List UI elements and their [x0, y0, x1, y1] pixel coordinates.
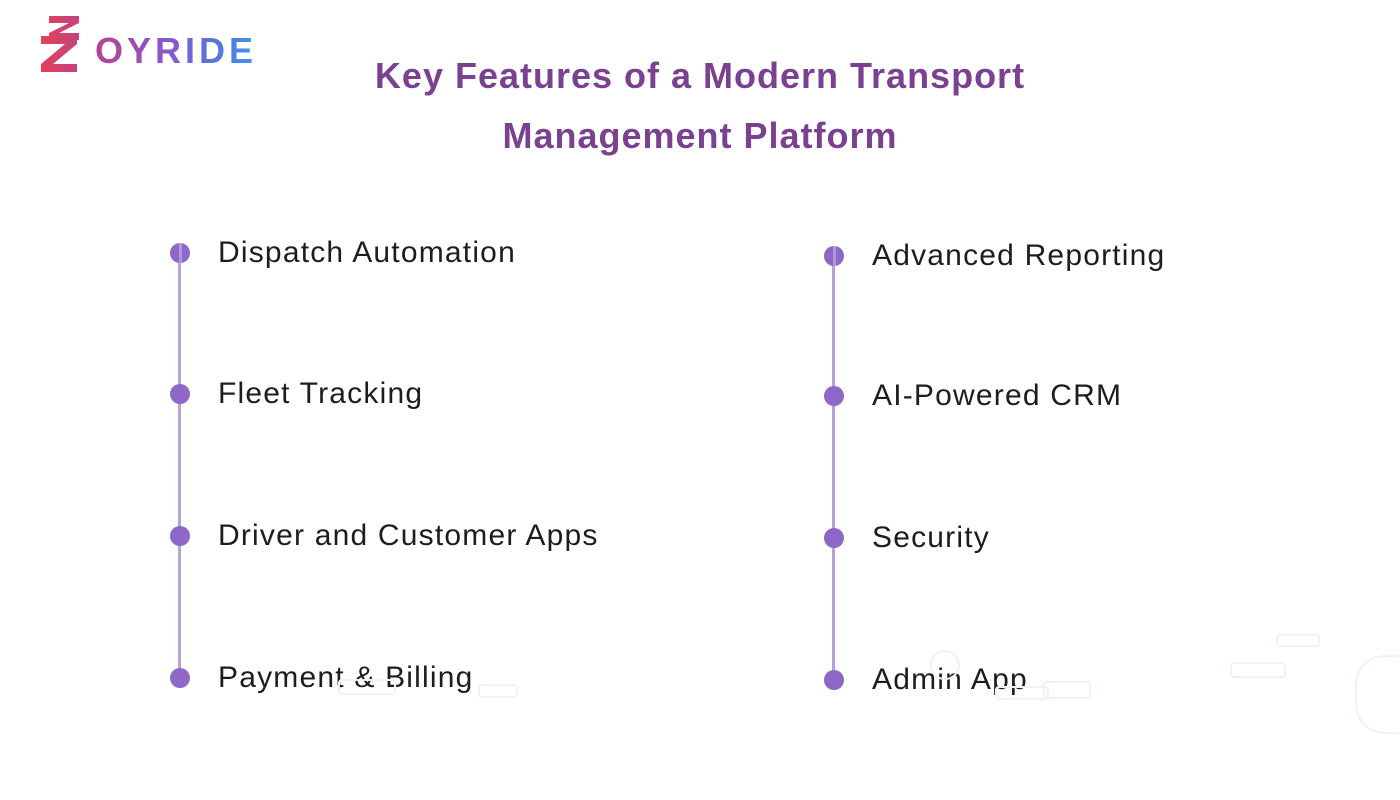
- watermark-shape: [1276, 634, 1320, 647]
- feature-label: Advanced Reporting: [872, 239, 1166, 272]
- feature-label: Driver and Customer Apps: [218, 519, 599, 552]
- watermark-shape: [338, 679, 396, 695]
- title-line-2: Management Platform: [502, 115, 898, 156]
- watermark-shape: [930, 650, 960, 680]
- timeline-line-left: [178, 253, 181, 678]
- feature-item: Payment & Billing: [170, 658, 474, 698]
- bullet-dot-icon: [824, 670, 844, 690]
- logo-wordmark: OYRIDE: [95, 30, 257, 71]
- bullet-dot-icon: [824, 528, 844, 548]
- watermark-shape: [1355, 655, 1400, 734]
- bullet-dot-icon: [170, 668, 190, 688]
- feature-item: Dispatch Automation: [170, 233, 516, 273]
- zoyride-logo: OYRIDE: [41, 16, 257, 72]
- title-line-1: Key Features of a Modern Transport: [374, 55, 1026, 96]
- feature-label: Payment & Billing: [218, 661, 474, 694]
- bullet-dot-icon: [824, 246, 844, 266]
- watermark-shape: [1230, 662, 1286, 678]
- watermark-shape: [478, 684, 518, 698]
- feature-label: AI-Powered CRM: [872, 379, 1123, 412]
- page-title: Key Features of a Modern Transport Manag…: [0, 46, 1400, 166]
- feature-label: Dispatch Automation: [218, 236, 516, 269]
- feature-item: Fleet Tracking: [170, 374, 423, 414]
- bullet-dot-icon: [170, 243, 190, 263]
- feature-item: AI-Powered CRM: [824, 376, 1122, 416]
- feature-label: Security: [872, 521, 990, 554]
- feature-label: Fleet Tracking: [218, 377, 424, 410]
- timeline-line-right: [832, 256, 835, 680]
- watermark-shape: [995, 686, 1049, 700]
- bullet-dot-icon: [170, 384, 190, 404]
- feature-item: Security: [824, 518, 990, 558]
- watermark-shape: [1043, 681, 1091, 699]
- double-z-monogram-icon: [41, 16, 79, 72]
- bullet-dot-icon: [170, 526, 190, 546]
- bullet-dot-icon: [824, 386, 844, 406]
- feature-item: Driver and Customer Apps: [170, 516, 599, 556]
- feature-item: Advanced Reporting: [824, 236, 1165, 276]
